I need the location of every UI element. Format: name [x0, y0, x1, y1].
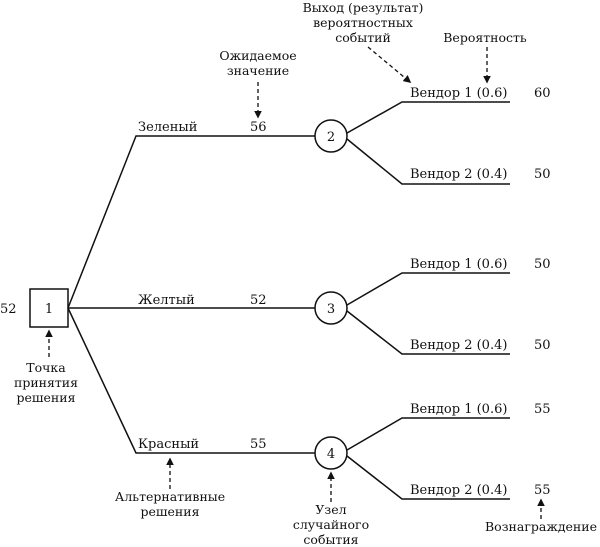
expected-value-green: 56 [250, 120, 267, 135]
alternative-branches [67, 135, 315, 454]
annotation-reward: Вознаграждение [485, 519, 597, 534]
annotation-expected-value-line: Ожидаемое [219, 48, 296, 63]
annotation-chance-node-line: Узел [315, 502, 346, 517]
chance-node-2-label: 2 [327, 130, 335, 145]
alternative-name-red: Красный [138, 437, 199, 452]
outcome-branch-3-2 [346, 310, 510, 355]
annotation-expected-value: Ожидаемое значение [219, 48, 296, 78]
annotation-decision-point-line: решения [17, 390, 76, 405]
annotation-outcome-line: событий [335, 30, 391, 45]
outcome-payoff: 55 [534, 402, 551, 417]
decision-node-label: 1 [45, 302, 53, 317]
outcome-payoff: 55 [534, 483, 551, 498]
outcome-payoff: 50 [534, 257, 551, 272]
chance-node-3-label: 3 [327, 302, 335, 317]
annotation-decision-point-line: принятия [14, 375, 78, 390]
annotation-outcome-line: вероятностных [313, 15, 413, 30]
outcome-label: Вендор 2 (0.4) [410, 483, 507, 498]
expected-value-red: 55 [250, 437, 267, 452]
annotation-expected-value-line: значение [227, 63, 289, 78]
outcome-branch-4-1 [346, 417, 510, 451]
annotation-outcome: Выход (результат) вероятностных событий [303, 0, 424, 45]
annotation-outcome-line: Выход (результат) [303, 0, 424, 15]
annotation-chance-node: Узел случайного события [293, 502, 369, 547]
outcome-label: Вендор 2 (0.4) [410, 167, 507, 182]
outcome-branch-4-2 [346, 455, 510, 500]
outcome-payoff: 50 [534, 167, 551, 182]
outcome-branch-3-1 [346, 272, 510, 306]
chance-node-2 [314, 119, 348, 153]
outcome-payoff: 50 [534, 338, 551, 353]
alternative-name-green: Зеленый [138, 120, 197, 135]
expected-value-yellow: 52 [250, 293, 267, 308]
outcome-label: Вендор 1 (0.6) [410, 86, 507, 101]
outcome-label: Вендор 1 (0.6) [410, 402, 507, 417]
annotation-probability: Вероятность [443, 30, 527, 45]
chance-node-3 [314, 291, 348, 325]
annotation-decision-point: Точка принятия решения [14, 360, 78, 405]
outcome-payoff: 60 [534, 86, 551, 101]
outcome-branches [346, 101, 510, 500]
annotation-arrows [45, 46, 545, 519]
annotation-alternatives-line: решения [141, 504, 200, 519]
outcome-label: Вендор 2 (0.4) [410, 338, 507, 353]
decision-node-value: 52 [0, 302, 17, 317]
alternative-name-yellow: Желтый [138, 293, 195, 308]
outcome-branch-2-1 [346, 101, 510, 134]
branch-green [67, 135, 315, 309]
annotation-decision-point-line: Точка [26, 360, 66, 375]
chance-node-4-label: 4 [327, 447, 335, 462]
annotation-alternatives: Альтернативные решения [115, 489, 225, 519]
annotation-chance-node-line: события [303, 532, 358, 547]
chance-node-4 [314, 436, 348, 470]
decision-node-box [29, 288, 69, 328]
outcome-branch-2-2 [346, 138, 510, 185]
annotation-alternatives-line: Альтернативные [115, 489, 225, 504]
outcome-annotation-arrow [367, 46, 412, 83]
branch-red [67, 307, 315, 454]
annotation-chance-node-line: случайного [293, 517, 369, 532]
outcome-label: Вендор 1 (0.6) [410, 257, 507, 272]
